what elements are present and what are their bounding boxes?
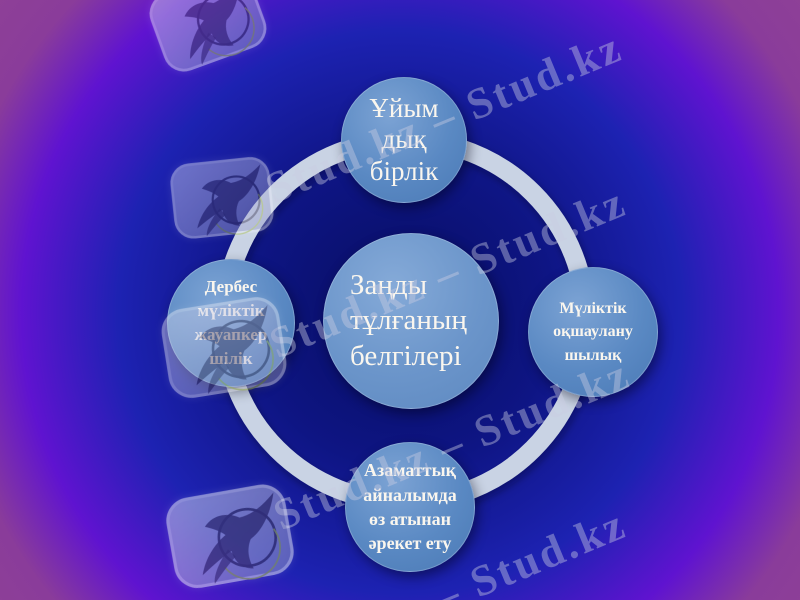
right-node-label: Мүліктік оқшаулану шылық: [553, 297, 633, 367]
label-line: Дербес: [204, 277, 258, 297]
label-line: Заңды: [350, 268, 428, 301]
diagram-node-top: Ұйым дық бірлік: [341, 77, 467, 203]
bottom-node-label: Азаматтық айналымда өз атынан әрекет ету: [363, 458, 456, 555]
label-line: белгілері: [350, 339, 462, 372]
label-line: тұлғаның: [350, 304, 467, 337]
label-line: Ұйым: [369, 93, 439, 124]
label-line: әрекет ету: [368, 533, 452, 554]
center-node-label: Заңды тұлғаның белгілері: [324, 268, 467, 374]
label-line: дық: [381, 124, 427, 155]
label-line: өз атынан: [369, 509, 451, 529]
label-line: айналымда: [363, 484, 457, 505]
top-node-label: Ұйым дық бірлік: [369, 93, 438, 186]
label-line: Мүліктік: [559, 300, 627, 318]
label-line: шылық: [564, 346, 622, 364]
diagram-center-node: Заңды тұлғаның белгілері: [323, 233, 499, 409]
label-line: бірлік: [369, 155, 439, 186]
diagram-node-right: Мүліктік оқшаулану шылық: [528, 267, 658, 397]
label-line: Азаматтық: [363, 460, 456, 481]
studkz-logo-icon: [168, 155, 276, 242]
diagram-node-bottom: Азаматтық айналымда өз атынан әрекет ету: [345, 442, 475, 572]
label-line: оқшаулану: [553, 323, 633, 341]
studkz-logo-icon: [158, 294, 290, 403]
